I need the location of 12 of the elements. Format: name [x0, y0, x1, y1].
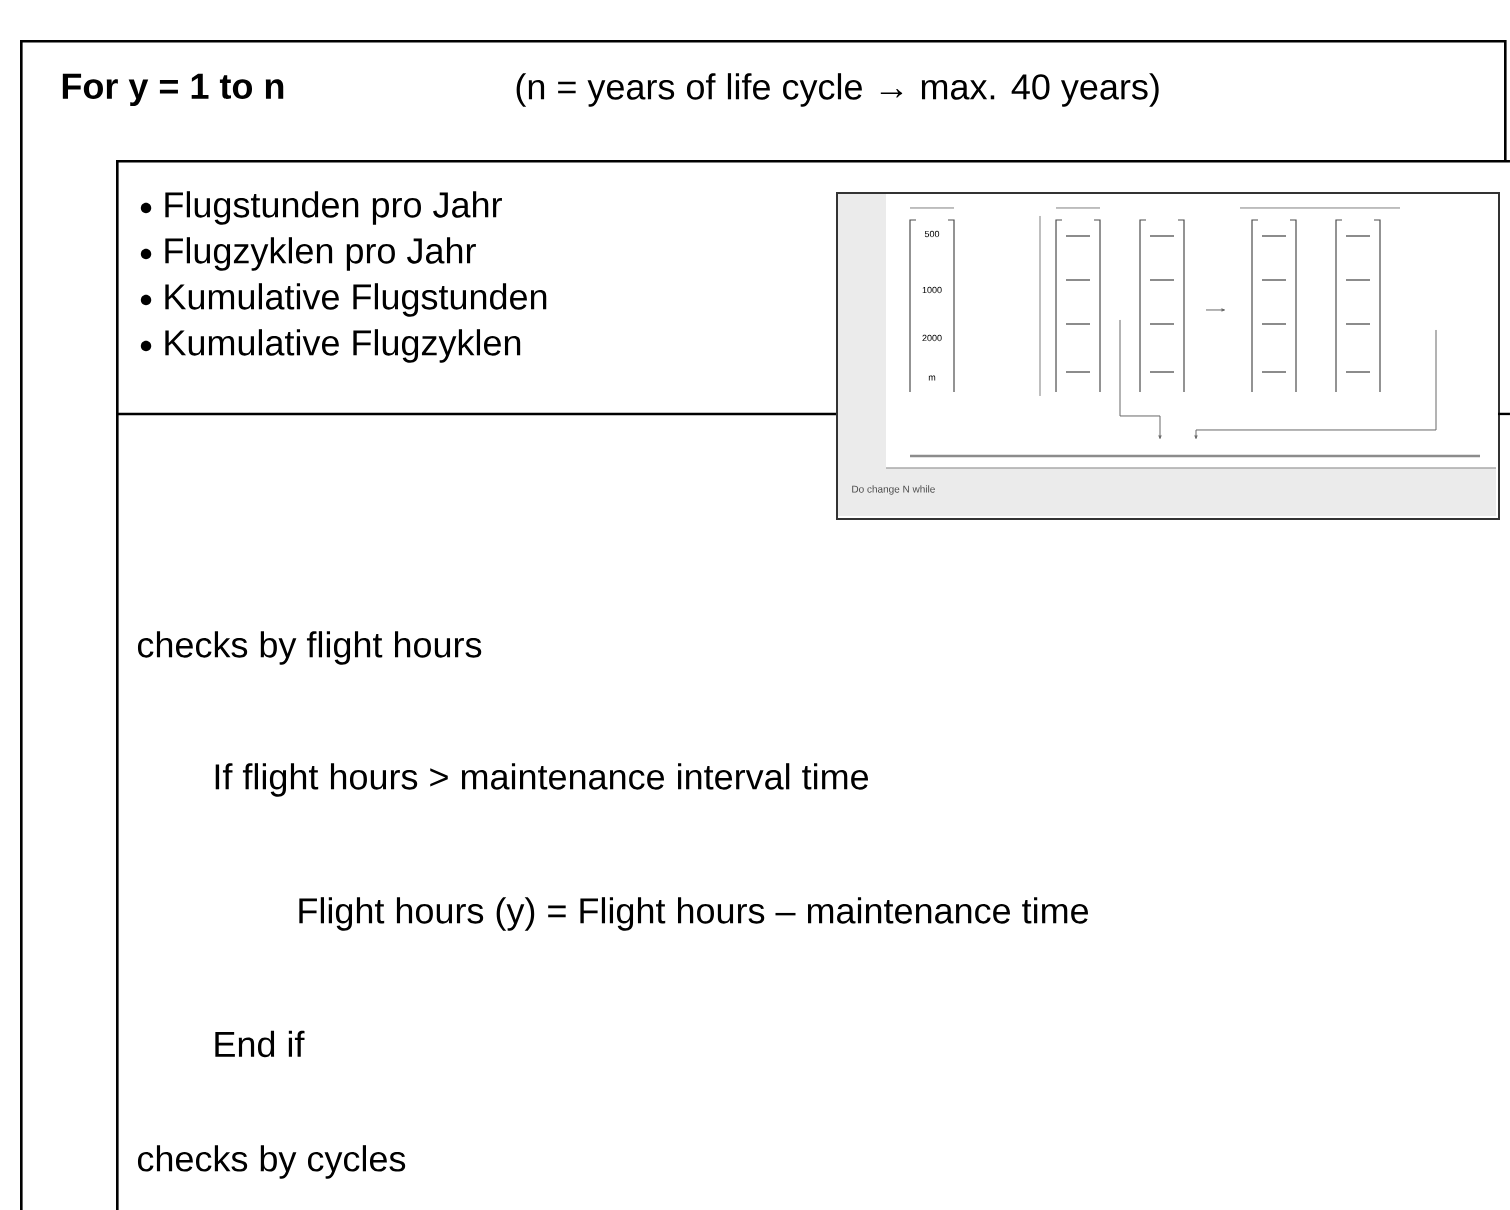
pseudo-code-line: End if: [215, 1030, 305, 1058]
pseudo-code-line: If flight hours > maintenance interval time: [215, 763, 868, 797]
loop-note: (n = years of life cycle → max. 40 years): [516, 73, 1159, 107]
inset-picture-drawing: [836, 192, 1500, 520]
pseudo-code-line: Flight hours (y) = Flight hours – maintenance time: [299, 897, 1088, 931]
bullet-item: Flugzyklen pro Jahr: [165, 237, 476, 271]
pseudo-code-line: checks by flight hours: [137, 631, 482, 665]
loop-heading: For y = 1 to n: [62, 73, 284, 107]
bullet-item: Flugstunden pro Jahr: [165, 191, 502, 225]
bullet-item: Kumulative Flugstunden: [165, 283, 547, 317]
bullet-item: Kumulative Flugzyklen: [165, 329, 521, 363]
pseudo-code-line: checks by cycles: [137, 1145, 406, 1179]
